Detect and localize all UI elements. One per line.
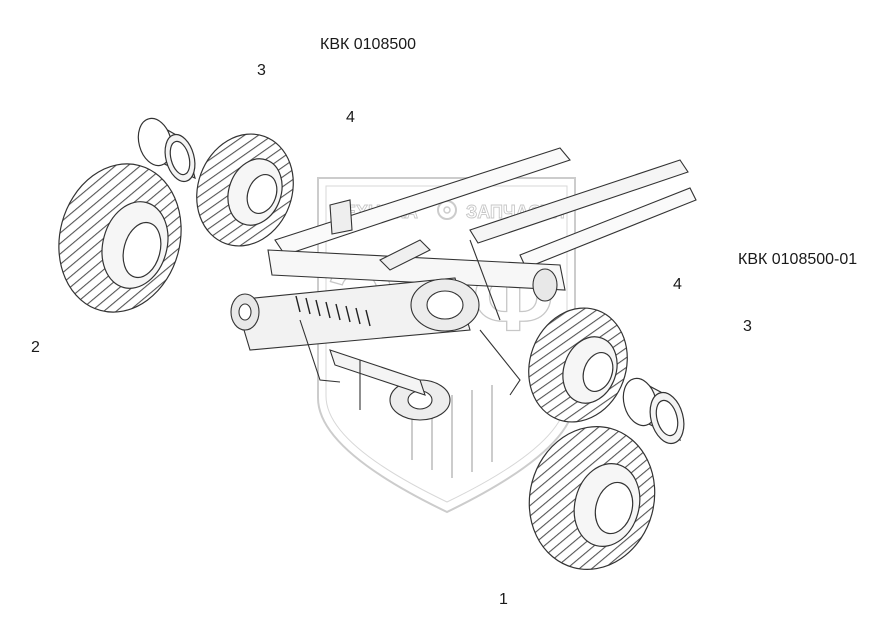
callout-2: 2 (31, 339, 40, 356)
rim-top-left (137, 117, 196, 183)
callout-4-right: 4 (673, 276, 682, 293)
variant-label-right: КВК 0108500-01 (738, 251, 858, 268)
tire-left-large (58, 163, 182, 313)
callout-3-top: 3 (257, 62, 266, 79)
rim-right (622, 377, 685, 445)
variant-label-left: КВК 0108500 (320, 36, 417, 53)
callout-3-right: 3 (743, 318, 752, 335)
tire-right-lower-large (528, 426, 656, 570)
axle-frame-assembly (230, 147, 697, 421)
tire-right-upper (528, 307, 628, 423)
tire-top-small (196, 133, 294, 247)
callout-4-top: 4 (346, 109, 355, 126)
callout-1: 1 (499, 591, 508, 608)
